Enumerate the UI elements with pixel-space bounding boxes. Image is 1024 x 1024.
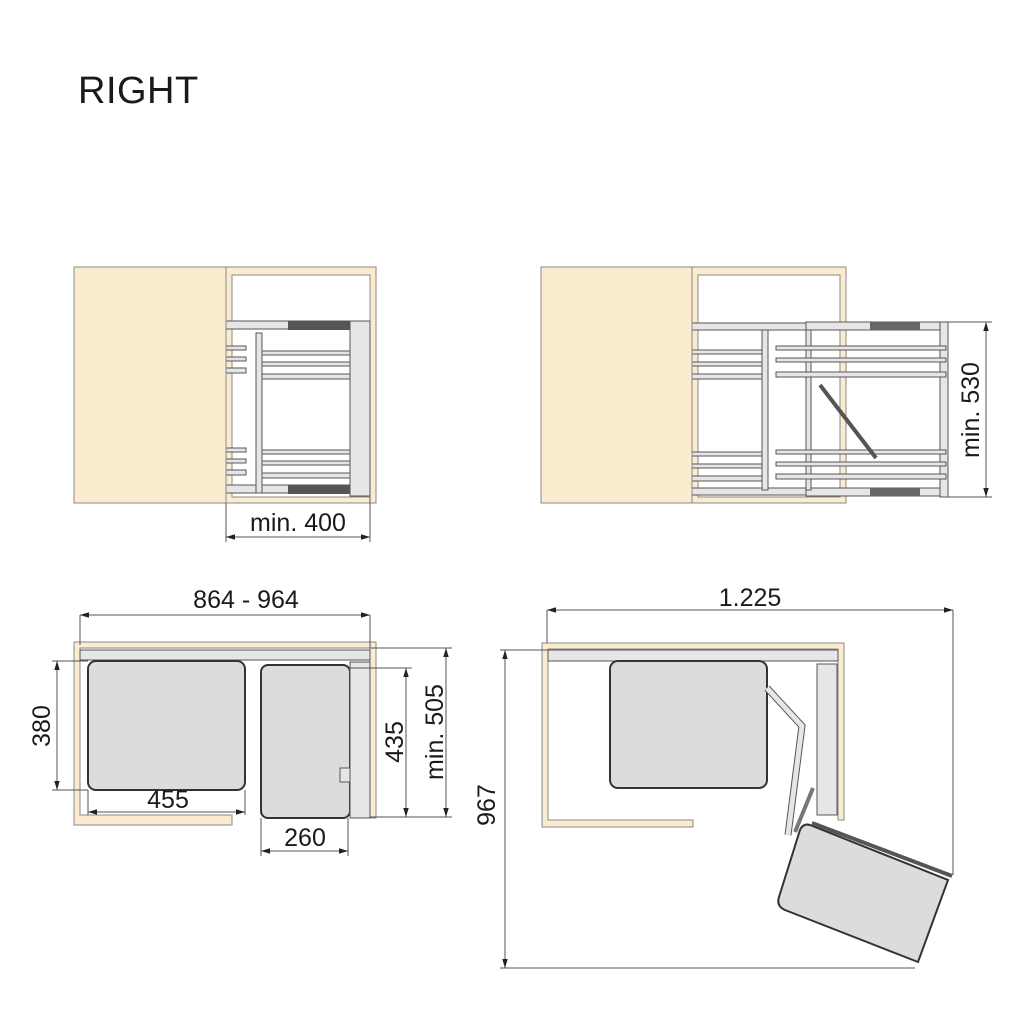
dimension-min-505: min. 505 — [421, 684, 449, 780]
closed-top-view: 864 - 964 380 455 260 435 min. 505 — [28, 586, 452, 856]
dimension-1225: 1.225 — [719, 584, 782, 612]
cabinet-outline — [73, 641, 377, 826]
front-basket — [87, 660, 246, 791]
side-unit — [816, 663, 838, 816]
rail — [547, 649, 839, 662]
dimension-380: 380 — [28, 705, 56, 747]
open-top-view: 1.225 967 — [473, 584, 954, 969]
dimension-min-400: min. 400 — [250, 509, 346, 537]
rail — [79, 649, 371, 661]
page-title: RIGHT — [78, 70, 199, 112]
door-panel — [73, 266, 227, 504]
closed-front-view: min. 400 — [73, 266, 377, 542]
side-unit — [349, 661, 371, 819]
pulled-out-basket — [777, 823, 950, 964]
dimension-435: 435 — [381, 721, 409, 763]
open-front-view: min. 530 — [540, 266, 992, 504]
door-panel — [540, 266, 693, 504]
dimension-min-530: min. 530 — [957, 362, 985, 458]
rear-basket — [260, 664, 351, 819]
dimension-967: 967 — [473, 784, 501, 826]
pulled-out-basket — [775, 321, 949, 498]
dimension-width: 864 - 964 — [193, 586, 299, 614]
dimension-260: 260 — [284, 824, 326, 852]
dimension-455: 455 — [147, 786, 189, 814]
parked-basket — [609, 660, 768, 789]
cabinet-outline — [541, 642, 845, 828]
